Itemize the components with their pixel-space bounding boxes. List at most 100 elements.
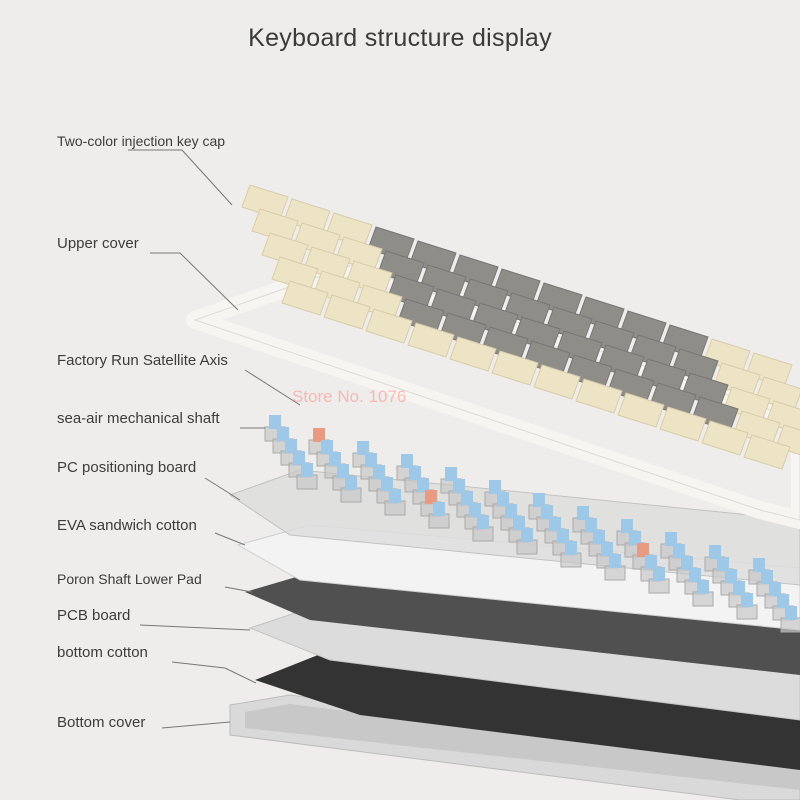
switch-housing (692, 591, 714, 607)
switch-stem (357, 441, 369, 455)
switch-stem (293, 451, 305, 465)
switch-stem (433, 502, 445, 516)
switch-stem (381, 477, 393, 491)
keycap (365, 308, 413, 344)
satellite-axis-stem (313, 428, 325, 442)
switch-layer (264, 415, 800, 633)
switch-stem (697, 580, 709, 594)
switch-stem (345, 476, 357, 490)
switch-stem (489, 480, 501, 494)
switch-stem (689, 568, 701, 582)
satellite-axis-stem (425, 490, 437, 504)
switch-housing (516, 539, 538, 555)
switch-housing (384, 500, 406, 516)
switch-stem (409, 466, 421, 480)
switch-stem (609, 554, 621, 568)
label-pc-positioning-board: PC positioning board (57, 459, 197, 476)
label-satellite-axis: Factory Run Satellite Axis (57, 352, 228, 369)
switch-stem (681, 556, 693, 570)
bottom-cotton-layer (255, 655, 800, 770)
label-bottom-cotton: bottom cotton (57, 644, 148, 661)
switch-stem (497, 492, 509, 506)
label-poron-pad: Poron Shaft Lower Pad (57, 571, 202, 587)
keycap (575, 378, 623, 414)
switch-stem (337, 464, 349, 478)
switch-stem (401, 454, 413, 468)
switch-housing (428, 513, 450, 529)
switch-stem (593, 530, 605, 544)
switch-stem (653, 567, 665, 581)
switch-stem (629, 531, 641, 545)
keycap-layer (241, 184, 800, 470)
switch-stem (753, 558, 765, 572)
switch-stem (645, 555, 657, 569)
keycap (407, 322, 455, 358)
switch-stem (673, 544, 685, 558)
page-title: Keyboard structure display (248, 24, 552, 52)
bottom-cover-layer (229, 694, 800, 800)
switch-stem (453, 479, 465, 493)
switch-housing (736, 604, 758, 620)
label-bottom-cover: Bottom cover (57, 714, 146, 731)
switch-stem (269, 415, 281, 429)
switch-stem (373, 465, 385, 479)
switch-stem (533, 493, 545, 507)
switch-housing (340, 487, 362, 503)
switch-stem (761, 570, 773, 584)
store-watermark: Store No. 1076 (292, 387, 407, 406)
switch-stem (665, 532, 677, 546)
switch-stem (785, 606, 797, 620)
keycap (617, 392, 665, 428)
keycap (281, 280, 329, 316)
switch-stem (301, 463, 313, 477)
switch-stem (321, 440, 333, 454)
switch-stem (461, 491, 473, 505)
switch-stem (521, 528, 533, 542)
keycap (659, 406, 707, 442)
keycap (449, 336, 497, 372)
switch-housing (296, 474, 318, 490)
leader-lines (128, 149, 301, 729)
label-keycap: Two-color injection key cap (57, 133, 226, 149)
label-pcb-board: PCB board (57, 607, 131, 624)
switch-stem (505, 504, 517, 518)
switch-stem (365, 453, 377, 467)
keycap (323, 294, 371, 330)
switch-housing (472, 526, 494, 542)
switch-stem (565, 541, 577, 555)
switch-stem (709, 545, 721, 559)
switch-stem (725, 569, 737, 583)
switch-stem (585, 518, 597, 532)
switch-housing (648, 578, 670, 594)
switch-housing (604, 565, 626, 581)
poron-pad-layer (245, 570, 800, 675)
switch-stem (285, 439, 297, 453)
switch-stem (777, 594, 789, 608)
switch-stem (469, 503, 481, 517)
switch-stem (769, 582, 781, 596)
satellite-axis-stem (637, 543, 649, 557)
switch-stem (717, 557, 729, 571)
switch-stem (741, 593, 753, 607)
switch-stem (733, 581, 745, 595)
label-eva-cotton: EVA sandwich cotton (57, 517, 197, 534)
label-mechanical-shaft: sea-air mechanical shaft (57, 410, 220, 427)
switch-stem (541, 505, 553, 519)
switch-stem (621, 519, 633, 533)
keycap (533, 364, 581, 400)
switch-stem (417, 478, 429, 492)
switch-stem (513, 516, 525, 530)
switch-stem (601, 542, 613, 556)
switch-stem (277, 427, 289, 441)
switch-stem (557, 529, 569, 543)
switch-stem (477, 515, 489, 529)
switch-housing (560, 552, 582, 568)
keycap (743, 434, 791, 470)
switch-stem (549, 517, 561, 531)
keycap (701, 420, 749, 456)
switch-stem (445, 467, 457, 481)
switch-stem (329, 452, 341, 466)
switch-housing (780, 617, 800, 633)
